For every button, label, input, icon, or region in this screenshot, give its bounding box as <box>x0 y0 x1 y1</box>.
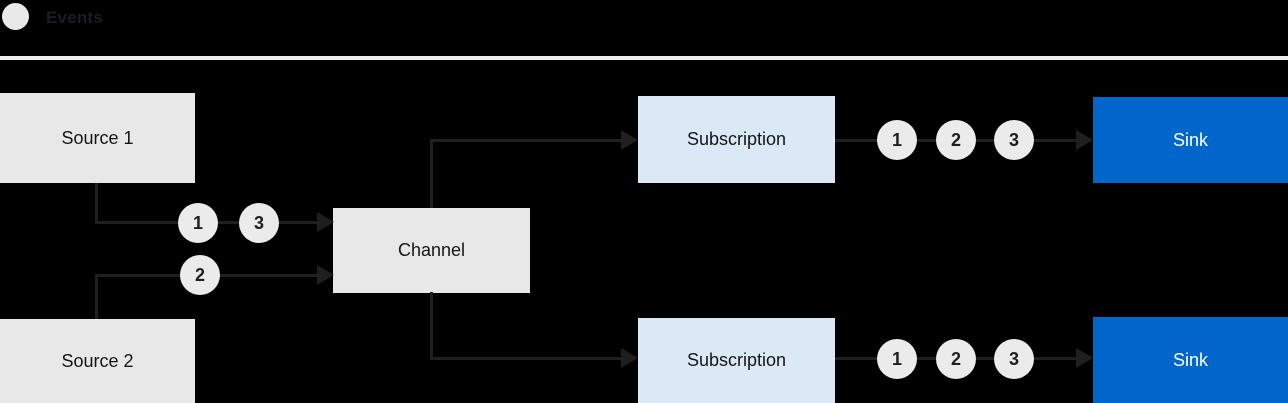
node-sink-1: Sink <box>1093 97 1288 183</box>
event-badge: 2 <box>936 120 976 160</box>
node-source-2: Source 2 <box>0 319 195 403</box>
event-badge: 3 <box>239 203 279 243</box>
connector-source1-channel-vertical <box>95 183 98 224</box>
node-label: Sink <box>1172 129 1208 150</box>
legend-divider <box>0 56 1288 60</box>
event-badge: 2 <box>180 255 220 295</box>
node-subscription-2: Subscription <box>638 318 835 403</box>
node-label: Subscription <box>686 129 787 149</box>
connector-channel-subscription1-vertical <box>430 139 433 208</box>
node-channel: Channel <box>333 208 530 293</box>
node-label: Subscription <box>686 350 787 370</box>
legend-label: Events <box>46 8 103 27</box>
event-badge: 1 <box>877 339 917 379</box>
node-label: Source 2 <box>61 350 134 371</box>
arrow-right-icon <box>317 212 334 232</box>
node-label: Channel <box>397 240 466 260</box>
node-label: Sink <box>1172 349 1208 370</box>
event-badge: 3 <box>994 120 1034 160</box>
event-badge: 1 <box>877 120 917 160</box>
node-label: Source 1 <box>61 127 134 148</box>
event-badge: 3 <box>994 339 1034 379</box>
node-source-1: Source 1 <box>0 93 195 183</box>
arrow-right-icon <box>1076 348 1093 368</box>
node-sink-2: Sink <box>1093 317 1288 403</box>
connector-channel-subscription1-horizontal <box>430 139 626 142</box>
event-circle-icon <box>2 3 29 30</box>
connector-channel-subscription2-horizontal <box>430 357 626 360</box>
event-badge: 1 <box>178 203 218 243</box>
node-subscription-1: Subscription <box>638 96 835 183</box>
arrow-right-icon <box>1076 130 1093 150</box>
event-badge: 2 <box>936 339 976 379</box>
arrow-right-icon <box>621 348 638 368</box>
arrow-right-icon <box>317 265 334 285</box>
connector-source2-channel-vertical <box>95 274 98 319</box>
arrow-right-icon <box>621 130 638 150</box>
connector-channel-subscription2-vertical <box>430 292 433 360</box>
